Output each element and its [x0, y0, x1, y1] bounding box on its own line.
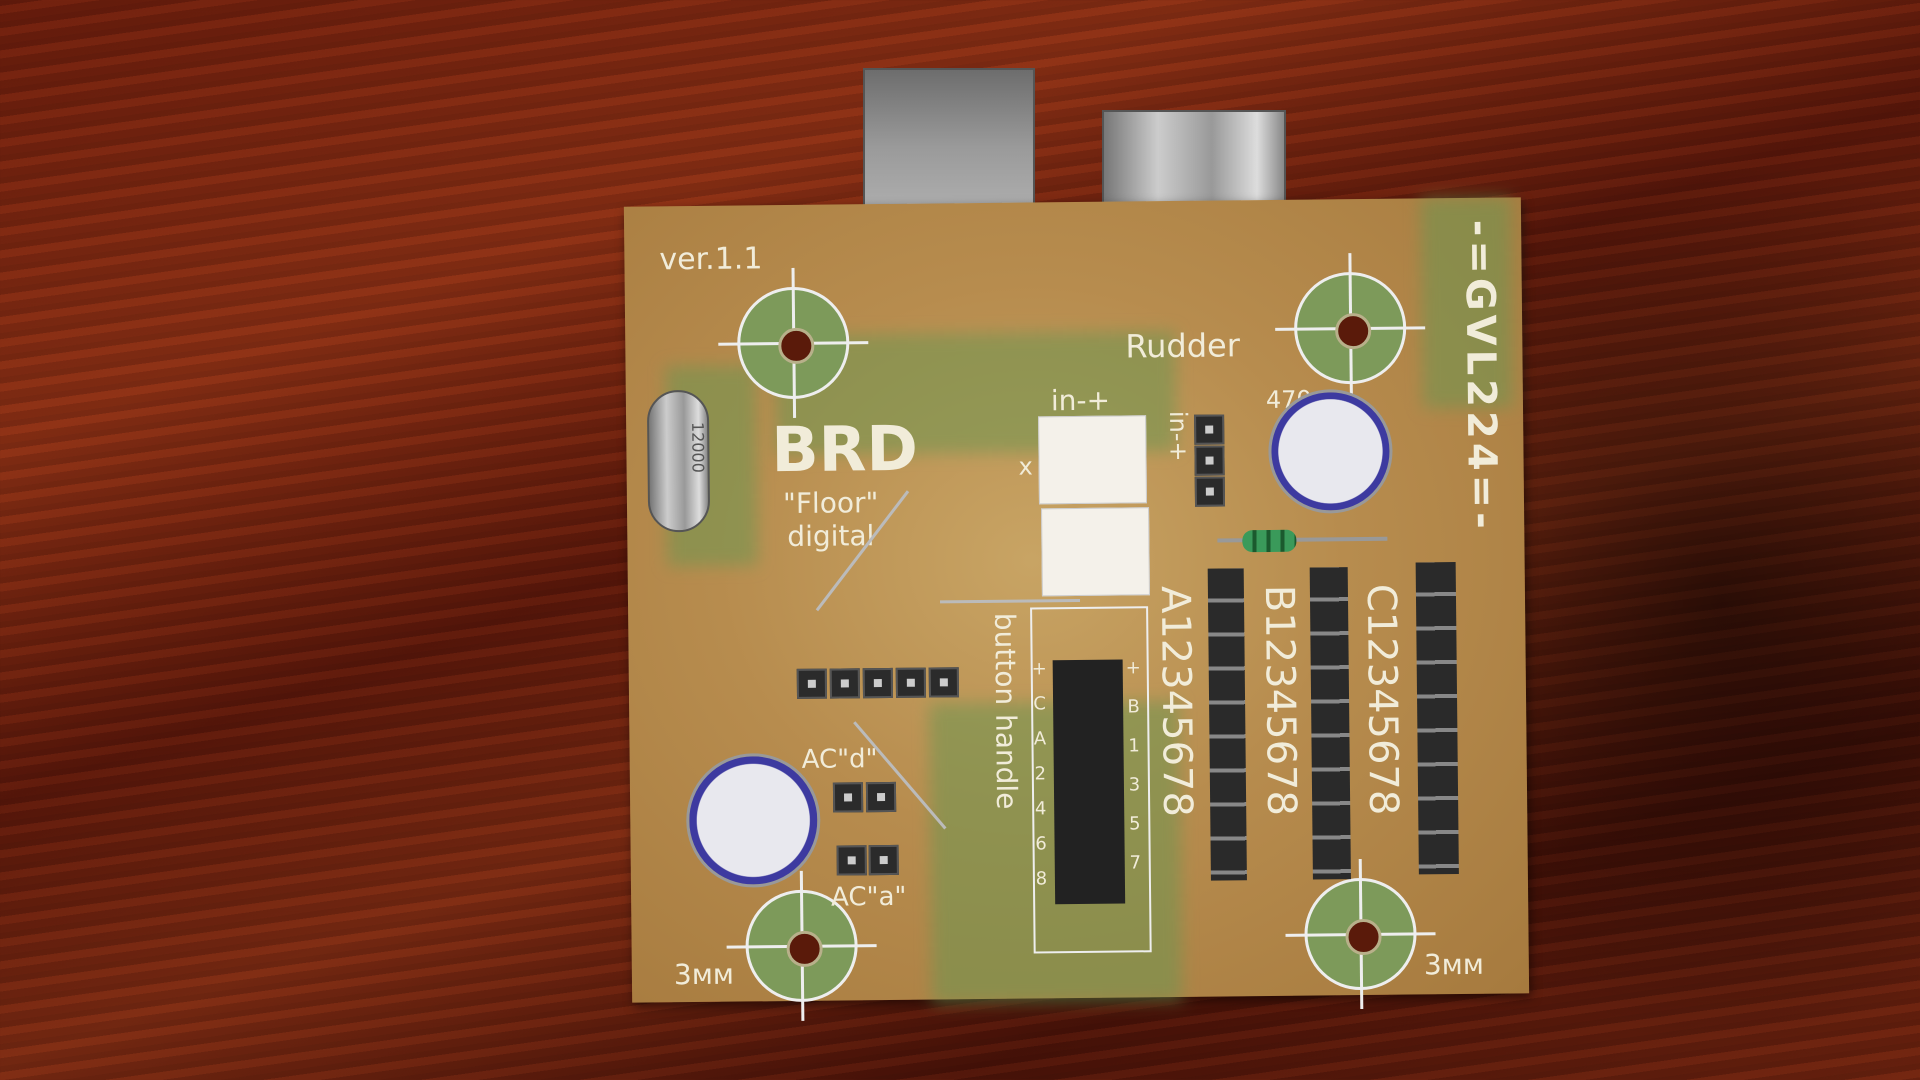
header-right-labels: +B1357 [1122, 657, 1147, 892]
pcb-board: ver.1.1 BRD "Floor" digital Rudder -=GVL… [623, 197, 1530, 1004]
jst-connector-1 [1038, 415, 1147, 505]
ac-d-label: AC"d" [801, 744, 878, 775]
in-label-top: in-+ [1050, 383, 1111, 418]
hole-size-right: 3мм [1423, 947, 1485, 982]
in-label-side: in-+ [1164, 410, 1193, 462]
header-2x8 [1052, 659, 1126, 905]
pin-header-a [1207, 568, 1247, 881]
x-label: x [1018, 452, 1033, 481]
row-b-label: B12345678 [1255, 584, 1305, 817]
crystal-oscillator: 12000 [646, 389, 711, 533]
ac-a-label: AC"a" [830, 881, 907, 913]
inductor-body [1242, 529, 1297, 553]
pin-header-b [1309, 567, 1351, 880]
mounting-hole-bottom-right [1303, 877, 1418, 991]
version-label: ver.1.1 [659, 241, 763, 278]
electrolytic-capacitor-top [1267, 388, 1394, 514]
pin [1194, 445, 1225, 476]
brand-label: -=GVL224=- [1456, 219, 1506, 534]
mounting-hole-top-left [736, 286, 850, 400]
jumper-wire [939, 598, 1081, 604]
ac-d-pin [832, 782, 864, 813]
ac-d-pin [865, 781, 897, 813]
crystal-label: 12000 [688, 421, 708, 473]
jst-connector-2 [1041, 507, 1150, 597]
pin [1194, 476, 1226, 507]
electrolytic-capacitor-bottom [685, 752, 821, 889]
row-c-label: C12345678 [1357, 583, 1407, 816]
header-left-labels: +CA2468 [1028, 658, 1053, 904]
pin [1194, 414, 1225, 445]
five-pin-header [796, 667, 967, 703]
mounting-hole-top-right [1293, 271, 1407, 385]
board-title: BRD [771, 411, 919, 487]
button-handle-label: button handle [988, 612, 1024, 810]
row-a-label: A12345678 [1151, 585, 1201, 818]
rudder-label: Rudder [1125, 326, 1241, 366]
ac-a-pin [836, 845, 867, 876]
pin-header-c [1415, 562, 1459, 875]
ac-a-pin [868, 844, 899, 876]
hole-size-left: 3мм [673, 957, 735, 992]
board-subtitle: "Floor" [782, 486, 879, 521]
